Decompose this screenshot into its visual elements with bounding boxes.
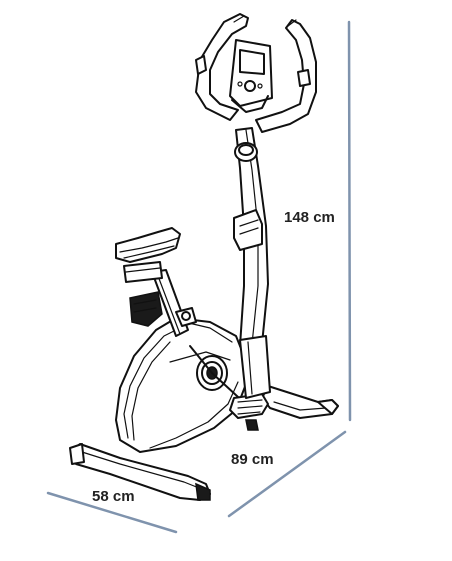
length-dimension-line	[227, 430, 347, 518]
seat-post	[151, 269, 197, 337]
handlebar-left	[195, 13, 249, 121]
mast-clamp	[233, 209, 263, 251]
width-dimension-line	[46, 491, 178, 534]
width-dimension-label: 58 cm	[92, 488, 135, 505]
seat-slider	[123, 261, 163, 283]
rear-stabilizer	[69, 443, 211, 501]
front-stabilizer	[261, 385, 339, 419]
console	[229, 39, 273, 113]
pedal-assembly	[189, 345, 269, 431]
flywheel-housing	[115, 317, 247, 453]
length-dimension-label: 89 cm	[231, 451, 274, 468]
tension-knob	[234, 142, 258, 162]
grip-sensor-left	[195, 55, 207, 75]
height-dimension-line	[347, 20, 352, 422]
upright-mast	[235, 127, 271, 399]
handlebar-right	[255, 19, 317, 133]
height-dimension-label: 148 cm	[284, 209, 335, 226]
seat	[115, 227, 181, 263]
grip-sensor-right	[297, 69, 311, 87]
bottle-holder	[129, 291, 163, 327]
